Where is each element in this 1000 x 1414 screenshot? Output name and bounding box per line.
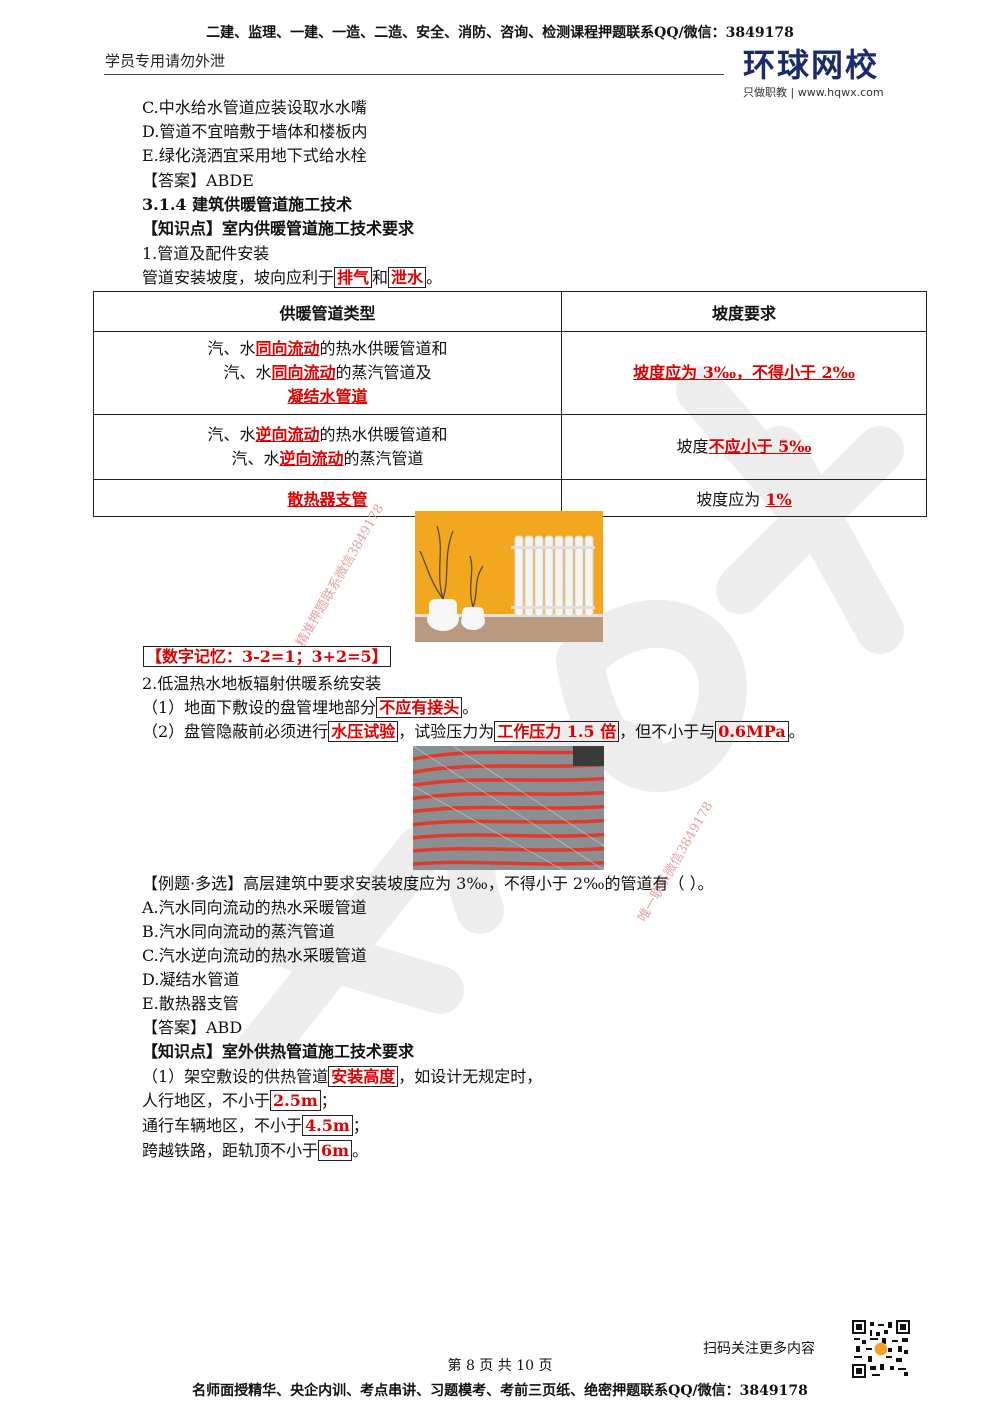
slope-table: 供暖管道类型 坡度要求 汽、水同向流动的热水供暖管道和 汽、水同向流动的蒸汽管道… [93,291,927,517]
keyword-min-pressure: 0.6MPa [715,721,789,742]
table-cell-type: 汽、水逆向流动的热水供暖管道和 汽、水逆向流动的蒸汽管道 [93,414,562,480]
logo: 环球网校 只做职教 | www.hqwx.com [743,40,923,100]
table-header-type: 供暖管道类型 [93,291,562,332]
text: 和 [372,268,389,287]
keyword-height-vehicle: 4.5m [302,1115,353,1136]
table-cell-slope: 坡度应为 1% [561,479,927,517]
table-cell-type: 散热器支管 [93,479,562,517]
keyword-test-pressure: 工作压力 1.5 倍 [494,721,620,742]
qr-code-icon[interactable] [852,1320,910,1378]
table-cell-slope: 坡度应为 3‰，不得小于 2‰ [561,331,927,415]
header-note: 学员专用请勿外泄 [105,52,226,70]
floor-heating-photo [413,746,604,870]
prev-option-d: D.管道不宜暗敷于墙体和楼板内 [142,122,368,141]
example-answer: 【答案】ABD [142,1018,243,1037]
table-cell-type: 汽、水同向流动的热水供暖管道和 汽、水同向流动的蒸汽管道及 凝结水管道 [93,331,562,415]
prev-answer: 【答案】ABDE [142,171,254,190]
memory-tip: 【数字记忆：3-2=1；3+2=5】 [143,646,391,668]
prev-option-e: E.绿化浇洒宜采用地下式给水栓 [142,146,367,165]
table-cell-slope: 坡度不应小于 5‰ [561,414,927,480]
text: 。 [426,268,443,287]
example-stem: 【例题·多选】高层建筑中要求安装坡度应为 3‰，不得小于 2‰的管道有（ ）。 [142,874,714,893]
logo-name: 环球网校 [743,46,880,84]
logo-sub: 只做职教 | www.hqwx.com [743,86,884,99]
page-number: 第 8 页 共 10 页 [447,1358,553,1374]
table-row: 散热器支管 坡度应为 1% [93,479,927,517]
subheading-1: 1.管道及配件安装 [142,244,270,263]
knowledge-point-title: 【知识点】室内供暖管道施工技术要求 [142,219,415,238]
keyword-height-pedestrian: 2.5m [270,1090,321,1111]
text: 管道安装坡度，坡向应利于 [142,268,335,287]
floor-heating-illustration [413,746,604,870]
table-row: 汽、水同向流动的热水供暖管道和 汽、水同向流动的蒸汽管道及 凝结水管道 坡度应为… [93,331,927,415]
example-option-a: A.汽水同向流动的热水采暖管道 [142,898,367,917]
keyword-height-railway: 6m [318,1140,353,1161]
footer-scan-note: 扫码关注更多内容 [703,1341,815,1357]
keyword-exhaust: 排气 [334,267,373,288]
example-option-c: C.汽水逆向流动的热水采暖管道 [142,946,367,965]
example-option-e: E.散热器支管 [142,994,239,1013]
table-row: 汽、水逆向流动的热水供暖管道和 汽、水逆向流动的蒸汽管道 坡度不应小于 5‰ [93,414,927,480]
keyword-drain: 泄水 [388,267,427,288]
keyword-no-joint: 不应有接头 [376,697,463,718]
outdoor-line-1: （1）架空敷设的供热管道安装高度，如设计无规定时， [142,1066,543,1087]
top-banner: 二建、监理、一建、一造、二造、安全、消防、咨询、检测课程押题联系QQ/微信：38… [206,25,794,41]
section-title: 3.1.4 建筑供暖管道施工技术 [142,195,353,214]
header-rule [104,74,724,75]
example-option-b: B.汽水同向流动的蒸汽管道 [142,922,335,941]
subheading-2: 2.低温热水地板辐射供暖系统安装 [142,674,382,693]
prev-option-c: C.中水给水管道应装设取水水嘴 [142,98,367,117]
knowledge-point-title-2: 【知识点】室外供热管道施工技术要求 [142,1042,415,1061]
keyword-install-height: 安装高度 [328,1066,399,1087]
bottom-banner: 名师面授精华、央企内训、考点串讲、习题模考、考前三页纸、绝密押题联系QQ/微信：… [192,1383,808,1399]
example-option-d: D.凝结水管道 [142,970,240,989]
item-1: （1）地面下敷设的盘管埋地部分不应有接头。 [142,697,479,718]
radiator-photo [415,511,603,642]
table-header-slope: 坡度要求 [561,291,927,332]
radiator-illustration [415,511,603,642]
keyword-pressure-test: 水压试验 [328,721,399,742]
slope-sentence: 管道安装坡度，坡向应利于排气和泄水。 [142,267,442,289]
